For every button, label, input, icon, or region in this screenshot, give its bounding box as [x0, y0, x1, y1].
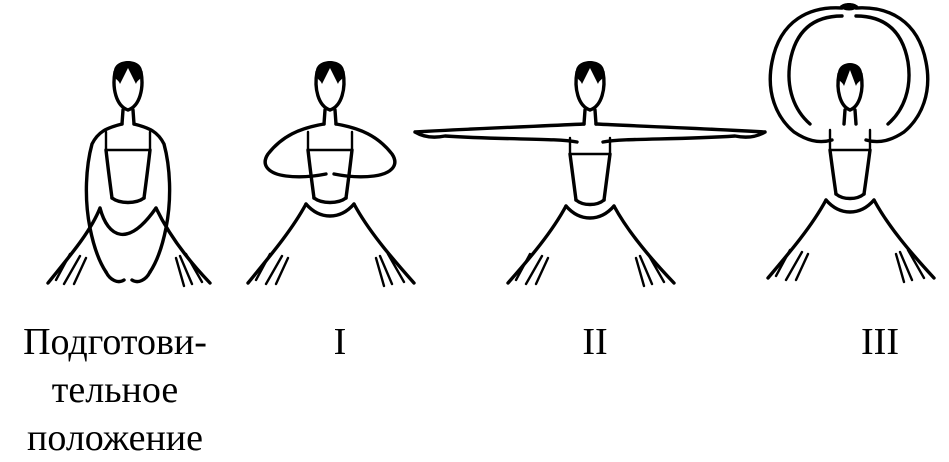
dancer-position-2-drawing: [405, 58, 775, 298]
figure-position-3: [750, 2, 949, 307]
label-preparatory-line-3: положение: [0, 414, 230, 462]
label-position-2-text: II: [545, 318, 645, 366]
label-position-1-text: I: [290, 318, 390, 366]
dancer-position-3-drawing: [750, 2, 949, 302]
label-position-1: I: [290, 318, 390, 366]
dancer-preparatory-drawing: [28, 58, 228, 298]
label-preparatory-line-2: тельное: [0, 366, 230, 414]
label-preparatory-line-1: Подготови-: [0, 318, 230, 366]
figure-preparatory-position: [28, 58, 228, 303]
label-position-2: II: [545, 318, 645, 366]
ballet-arm-positions-diagram: Подготови- тельное положение I II III: [0, 0, 949, 430]
label-position-3-text: III: [830, 318, 930, 366]
dancer-position-1-drawing: [230, 58, 430, 298]
label-position-3: III: [830, 318, 930, 366]
figure-position-2: [405, 58, 775, 303]
label-preparatory: Подготови- тельное положение: [0, 318, 230, 462]
figure-position-1: [230, 58, 430, 303]
